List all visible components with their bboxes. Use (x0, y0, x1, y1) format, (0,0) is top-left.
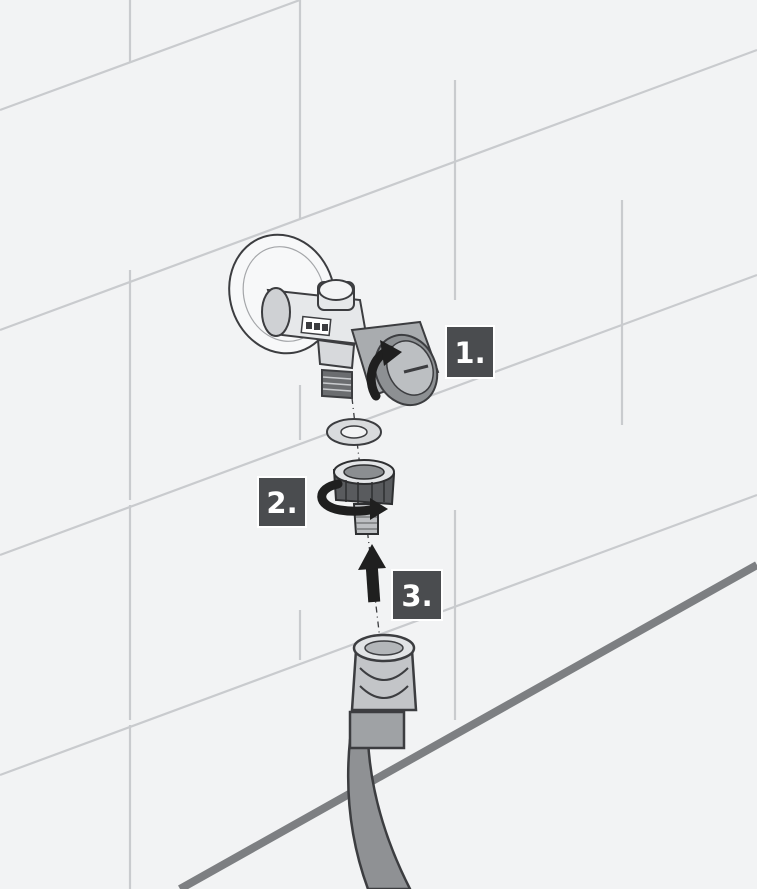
step-3-badge: 3. (392, 570, 442, 620)
step-3-label: 3. (401, 579, 432, 613)
step-2-badge: 2. (258, 477, 306, 527)
step-2-label: 2. (266, 486, 297, 520)
washer-icon (327, 419, 381, 445)
step-1-badge: 1. (446, 326, 494, 378)
step-1-label: 1. (454, 336, 485, 370)
